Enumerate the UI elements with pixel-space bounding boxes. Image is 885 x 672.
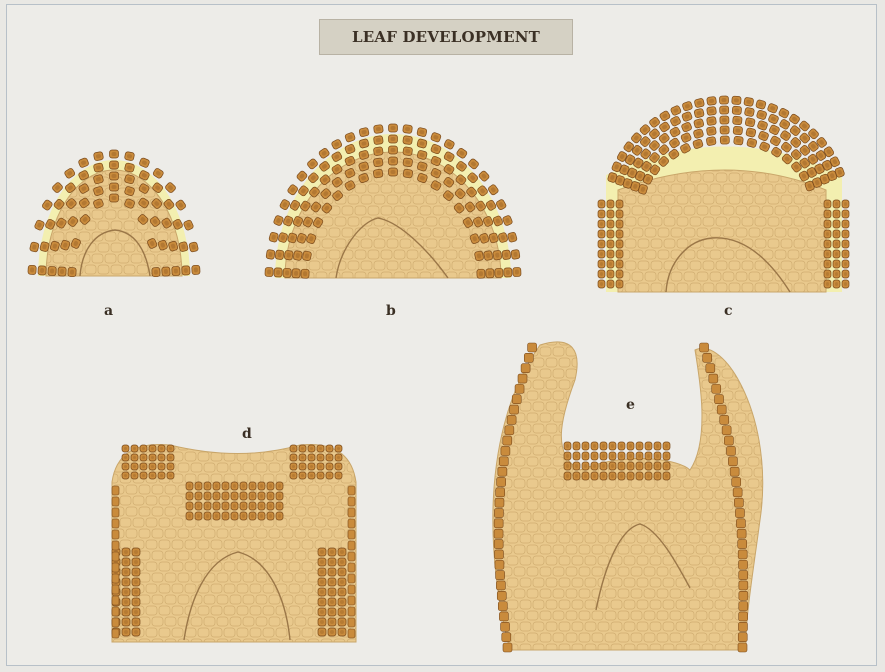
stage-e-diagram: [475, 336, 778, 664]
stage-c-label: c: [724, 303, 733, 319]
stage-a-label: a: [104, 303, 113, 319]
stage-e-label: e: [626, 397, 635, 413]
stage-d-label: d: [242, 426, 252, 442]
stage-a-diagram: [27, 150, 207, 285]
stage-c-diagram: [593, 96, 864, 292]
stage-b-label: b: [386, 303, 396, 319]
stage-b-diagram: [264, 124, 528, 281]
stage-d-diagram: [107, 441, 365, 648]
